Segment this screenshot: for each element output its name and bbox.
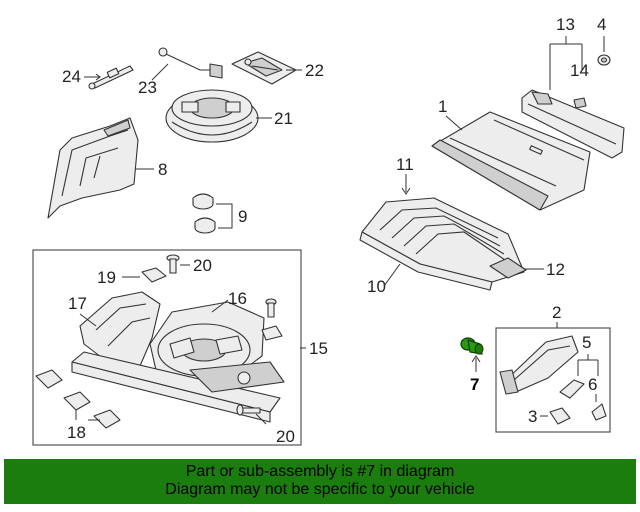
part-21-tire-tray [165,89,259,143]
part-18-clips [35,369,121,429]
callout-14[interactable]: 14 [570,61,589,80]
part-20-screw-top [166,254,180,274]
part-1-cargo-cover [431,111,591,211]
leader-11-arrow [401,187,411,195]
callout-20-bottom[interactable]: 20 [276,427,295,446]
leader-5 [577,354,599,376]
part-7-clip [460,337,484,355]
part-4-fastener [597,54,611,66]
part-10-cargo-floor [359,197,527,291]
callout-17[interactable]: 17 [68,294,87,313]
part-9-bumpers [192,193,216,234]
part-screw-right [261,298,283,341]
leader-17 [79,313,97,327]
callout-21[interactable]: 21 [274,109,293,128]
part-3-clip [549,407,571,425]
part-22-scissor-jack [231,51,297,85]
callout-22[interactable]: 22 [305,61,324,80]
callout-2[interactable]: 2 [552,303,561,322]
part-6-pad [591,403,607,421]
parts-diagram: 24 23 22 21 8 [32,15,625,446]
leader-9 [216,203,233,229]
leader-23 [151,63,169,81]
callout-5[interactable]: 5 [582,333,591,352]
callout-23[interactable]: 23 [138,78,157,97]
banner-line-2: Diagram may not be specific to your vehi… [165,481,475,498]
callout-4[interactable]: 4 [597,15,606,34]
part-5-pad [559,379,585,399]
info-banner: Part or sub-assembly is #7 in diagram Di… [4,459,636,504]
leader-24-arrow [95,73,101,81]
callout-1[interactable]: 1 [438,97,447,116]
callout-24[interactable]: 24 [62,67,81,86]
leader-20-bottom [255,413,267,425]
callout-11[interactable]: 11 [396,155,414,174]
callout-6[interactable]: 6 [588,375,597,394]
part-floor-beam [71,351,285,423]
leader-1 [445,115,463,131]
callout-16[interactable]: 16 [228,289,247,308]
callout-19[interactable]: 19 [97,268,116,287]
leader-10 [383,263,401,287]
callout-9[interactable]: 9 [238,207,247,226]
part-13-sill-plate [521,89,625,159]
leader-7-arrow [471,355,481,363]
group-box-2 [495,327,611,433]
callout-18[interactable]: 18 [67,423,86,442]
leader-13 [549,36,583,90]
callout-8[interactable]: 8 [158,160,167,179]
callout-12[interactable]: 12 [546,260,565,279]
callout-15[interactable]: 15 [309,339,328,358]
part-24-rod [88,65,134,90]
callout-10[interactable]: 10 [367,277,386,296]
callout-13[interactable]: 13 [556,15,575,34]
part-17-tray [79,291,161,371]
leader-16 [211,299,229,313]
part-16-spare-tray [149,301,265,385]
part-8-side-trim [47,117,139,219]
part-19-clip [141,267,167,283]
callout-20-top[interactable]: 20 [193,256,212,275]
part-20-screw-bottom [236,404,261,416]
part-2-side-bracket [499,335,579,395]
callout-3[interactable]: 3 [528,407,537,426]
banner-line-1: Part or sub-assembly is #7 in diagram [185,463,455,480]
callout-7[interactable]: 7 [470,375,479,394]
leader-18 [75,410,100,421]
part-23-jack-handle [158,47,223,79]
